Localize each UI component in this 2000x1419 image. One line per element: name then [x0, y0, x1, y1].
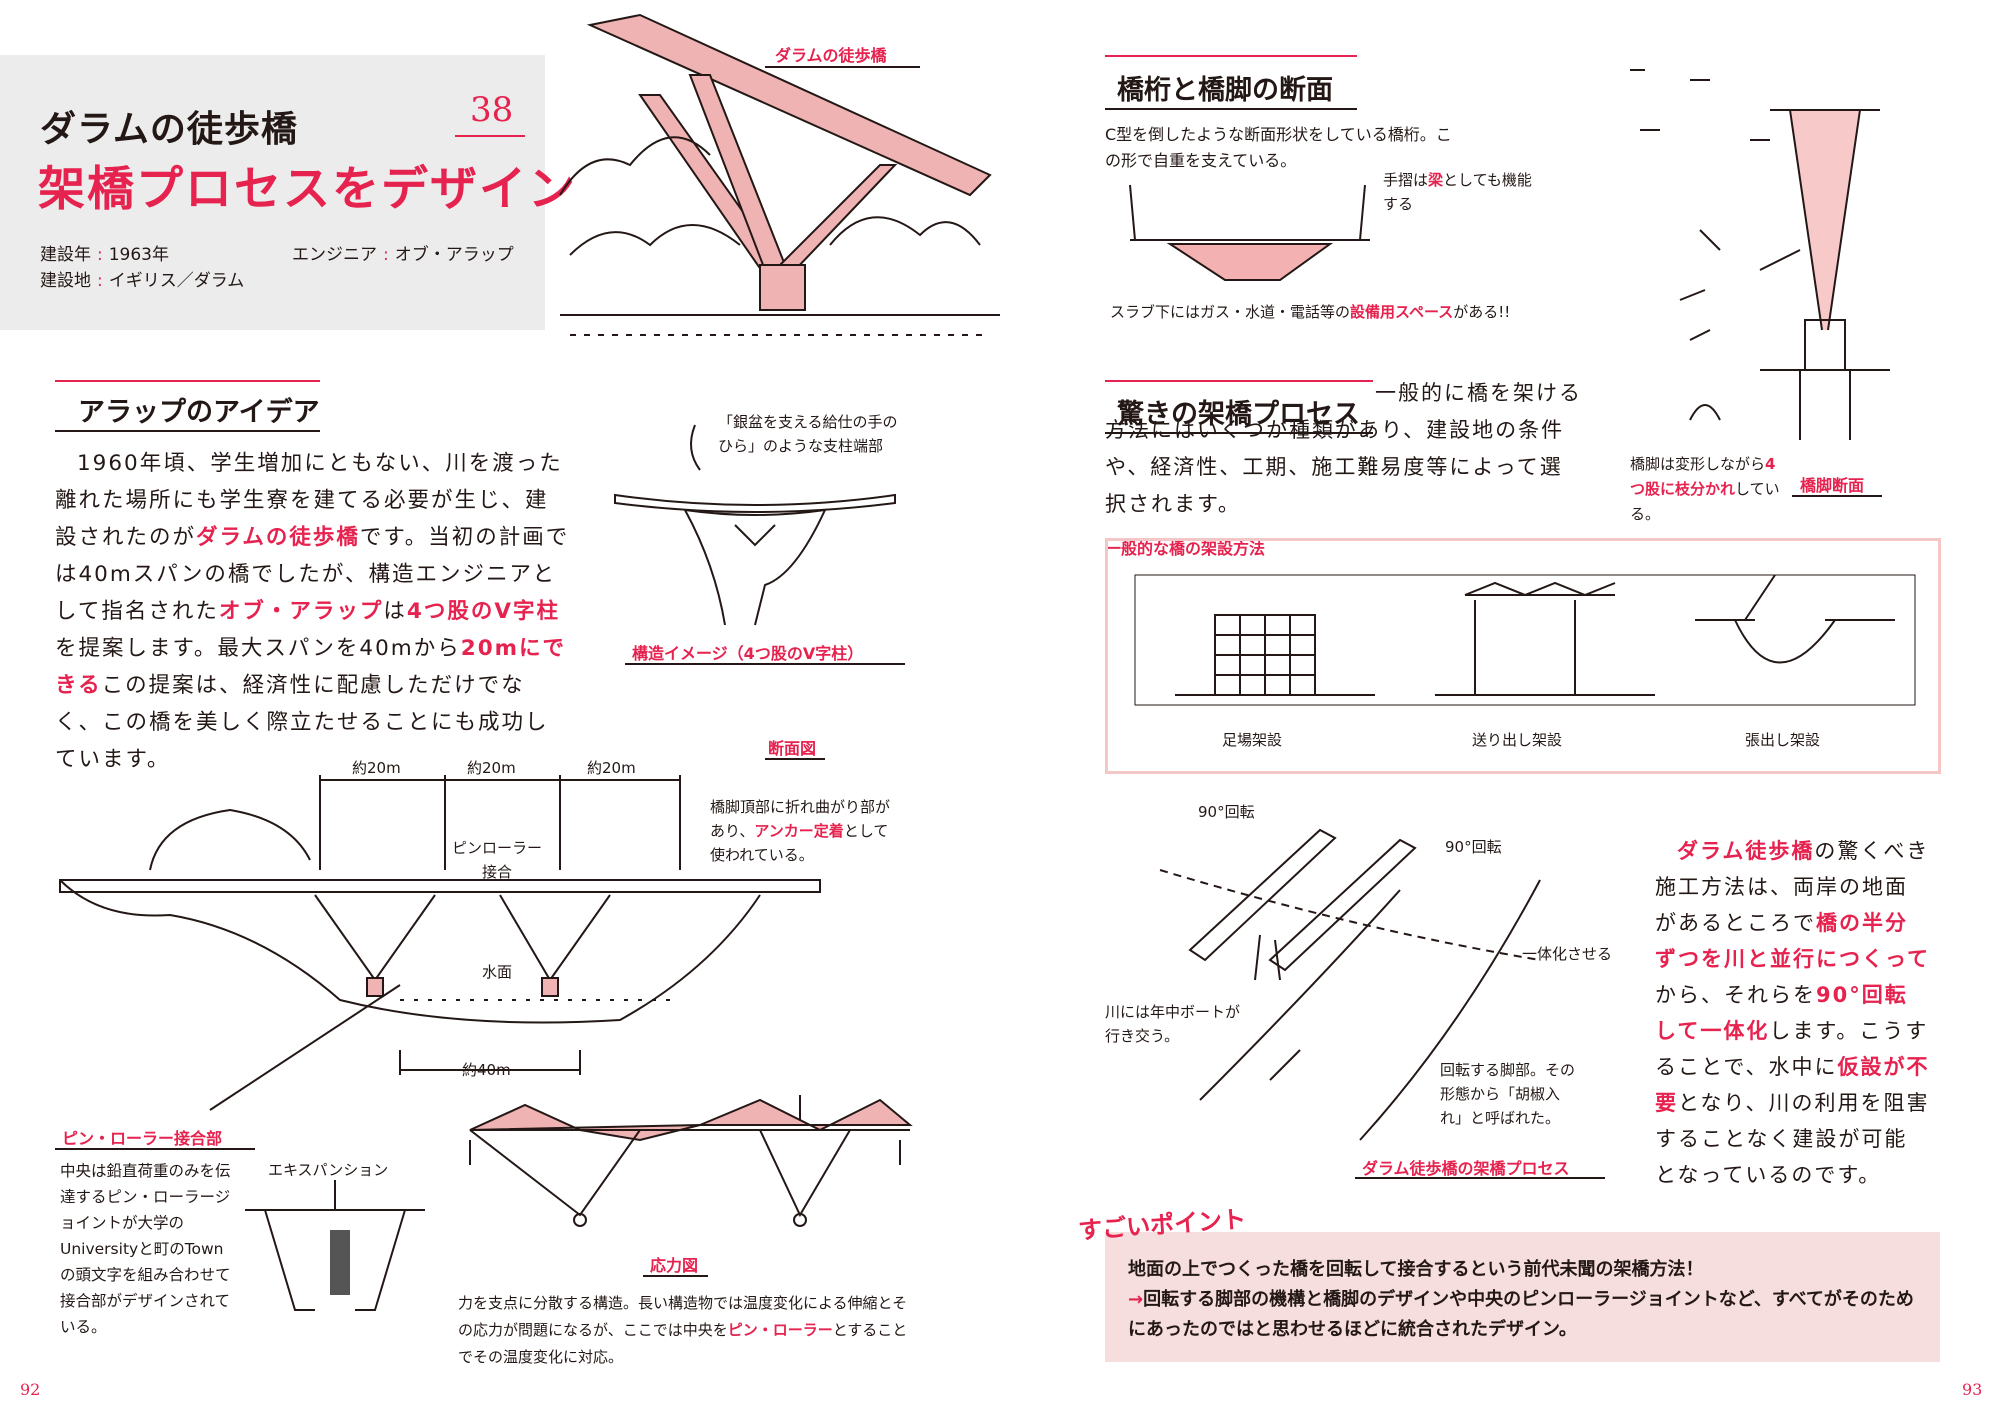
caption-underline — [625, 663, 905, 665]
right-paragraph: ダラム徒歩橋の驚くべき施工方法は、両岸の地面があるところで橋の半分ずつを川と並行… — [1655, 839, 1930, 1187]
page-number-left: 92 — [20, 1380, 41, 1399]
rotate-label-b: 90°回転 — [1445, 838, 1502, 856]
idea-paragraph: 1960年頃、学生増加にともない、川を渡った離れた場所にも学生寮を建てる必要が生… — [55, 451, 570, 772]
pier-section-sketch — [1630, 69, 1890, 440]
pin-roller-label: ピンローラー接合 — [452, 839, 543, 881]
stress-diagram-sketch — [469, 1095, 913, 1227]
point-box — [1105, 1232, 1940, 1362]
hand-tray-sketch — [614, 424, 896, 626]
caption-underline — [55, 1148, 255, 1150]
section-note: 橋脚頂部に折れ曲がり部があり、アンカー定着として使われている。 — [710, 798, 891, 864]
caption-underline — [765, 66, 920, 68]
point-line-2: →回転する脚部の機構と橋脚のデザインや中央のピンローラージョイントなど、すべてが… — [1128, 1289, 1914, 1340]
article-number: 38 — [470, 90, 514, 130]
heading-topline — [1105, 55, 1357, 57]
bridge-perspective-sketch — [559, 13, 1000, 336]
heading-underline — [55, 430, 320, 432]
caption-structure-image: 構造イメージ（4つ股のV字柱） — [632, 644, 864, 663]
caption-pin-joint: ピン・ローラー接合部 — [62, 1129, 223, 1148]
methods-sketch — [1134, 574, 1916, 706]
slab-note: スラブ下にはガス・水道・電話等の設備用スペースがある!! — [1110, 303, 1511, 321]
heading-process: 驚きの架橋プロセス — [1117, 399, 1360, 430]
method-label-3: 張出し架設 — [1745, 731, 1821, 749]
title-panel — [0, 55, 545, 330]
title-subtitle: ダラムの徒歩橋 — [40, 109, 298, 150]
heading-underline — [1105, 108, 1357, 110]
water-label: 水面 — [482, 963, 513, 981]
meta-year: 建設年:1963年 — [40, 245, 169, 265]
girder-section-sketch — [1129, 184, 1370, 281]
caption-underline — [643, 1275, 708, 1277]
caption-section: 断面図 — [768, 739, 817, 758]
stress-text: 力を支点に分散する構造。長い構造物では温度変化による伸縮とその応力が問題になるが… — [458, 1294, 908, 1366]
heading-topline — [1105, 380, 1373, 382]
span-label-3: 約20m — [587, 759, 636, 777]
span-label-2: 約20m — [467, 759, 516, 777]
caption-rotation-process: ダラム徒歩橋の架橋プロセス — [1362, 1159, 1570, 1178]
method-label-2: 送り出し架設 — [1472, 731, 1563, 749]
girder-text: C型を倒したような断面形状をしている橋桁。この形で自重を支えている。 — [1105, 125, 1452, 170]
caption-underline — [1355, 1177, 1605, 1179]
page-title: 架橋プロセスをデザイン — [38, 162, 577, 217]
span-label-1: 約20m — [352, 759, 401, 777]
process-text: 一般的に橋を架ける方法にはいくつか種類があり、建設地の条件や、経済性、工期、施工… — [1105, 381, 1582, 516]
caption-general-methods: 一般的な橋の架設方法 — [1105, 539, 1266, 558]
caption-underline — [765, 758, 825, 760]
heading-underline — [1105, 432, 1373, 434]
caption-durham-bridge: ダラムの徒歩橋 — [775, 46, 887, 65]
unify-label: 一体化させる — [1522, 945, 1613, 963]
caption-stress: 応力図 — [650, 1256, 699, 1275]
meta-place: 建設地:イギリス／ダラム — [40, 271, 245, 291]
expansion-label: エキスパンション — [268, 1161, 389, 1179]
rotation-process-sketch — [1159, 828, 1541, 1141]
meta-engineer: エンジニア:オブ・アラップ — [292, 245, 514, 265]
boat-note: 川には年中ボートが行き交う。 — [1105, 1003, 1241, 1045]
heading-topline — [55, 380, 320, 382]
pivot-note: 回転する脚部。その形態から「胡椒入れ」と呼ばれた。 — [1440, 1061, 1576, 1127]
page-number-right: 93 — [1962, 1380, 1983, 1399]
heading-arup-idea: アラップのアイデア — [78, 397, 320, 428]
point-line-1: 地面の上でつくった橋を回転して接合するという前代未聞の架橋方法！ — [1128, 1259, 1704, 1280]
pier-note: 橋脚は変形しながら4つ股に枝分かれしている。 — [1630, 455, 1780, 523]
methods-box — [1105, 538, 1941, 774]
pin-joint-text: 中央は鉛直荷重のみを伝達するピン・ローラージョイントが大学のUniversity… — [60, 1162, 231, 1336]
structure-note: 「銀盆を支える給仕の手のひら」のような支柱端部 — [718, 413, 898, 455]
rotate-label-a: 90°回転 — [1198, 803, 1255, 821]
number-underline — [455, 135, 525, 137]
method-label-1: 足場架設 — [1222, 731, 1283, 749]
caption-underline — [1792, 495, 1882, 497]
caption-pier-section: 橋脚断面 — [1800, 476, 1865, 495]
handrail-note: 手摺は梁としても機能する — [1383, 171, 1532, 213]
section-sketch — [59, 775, 821, 1111]
heading-girder-section: 橋桁と橋脚の断面 — [1117, 75, 1333, 106]
pin-joint-sketch — [245, 1180, 425, 1311]
